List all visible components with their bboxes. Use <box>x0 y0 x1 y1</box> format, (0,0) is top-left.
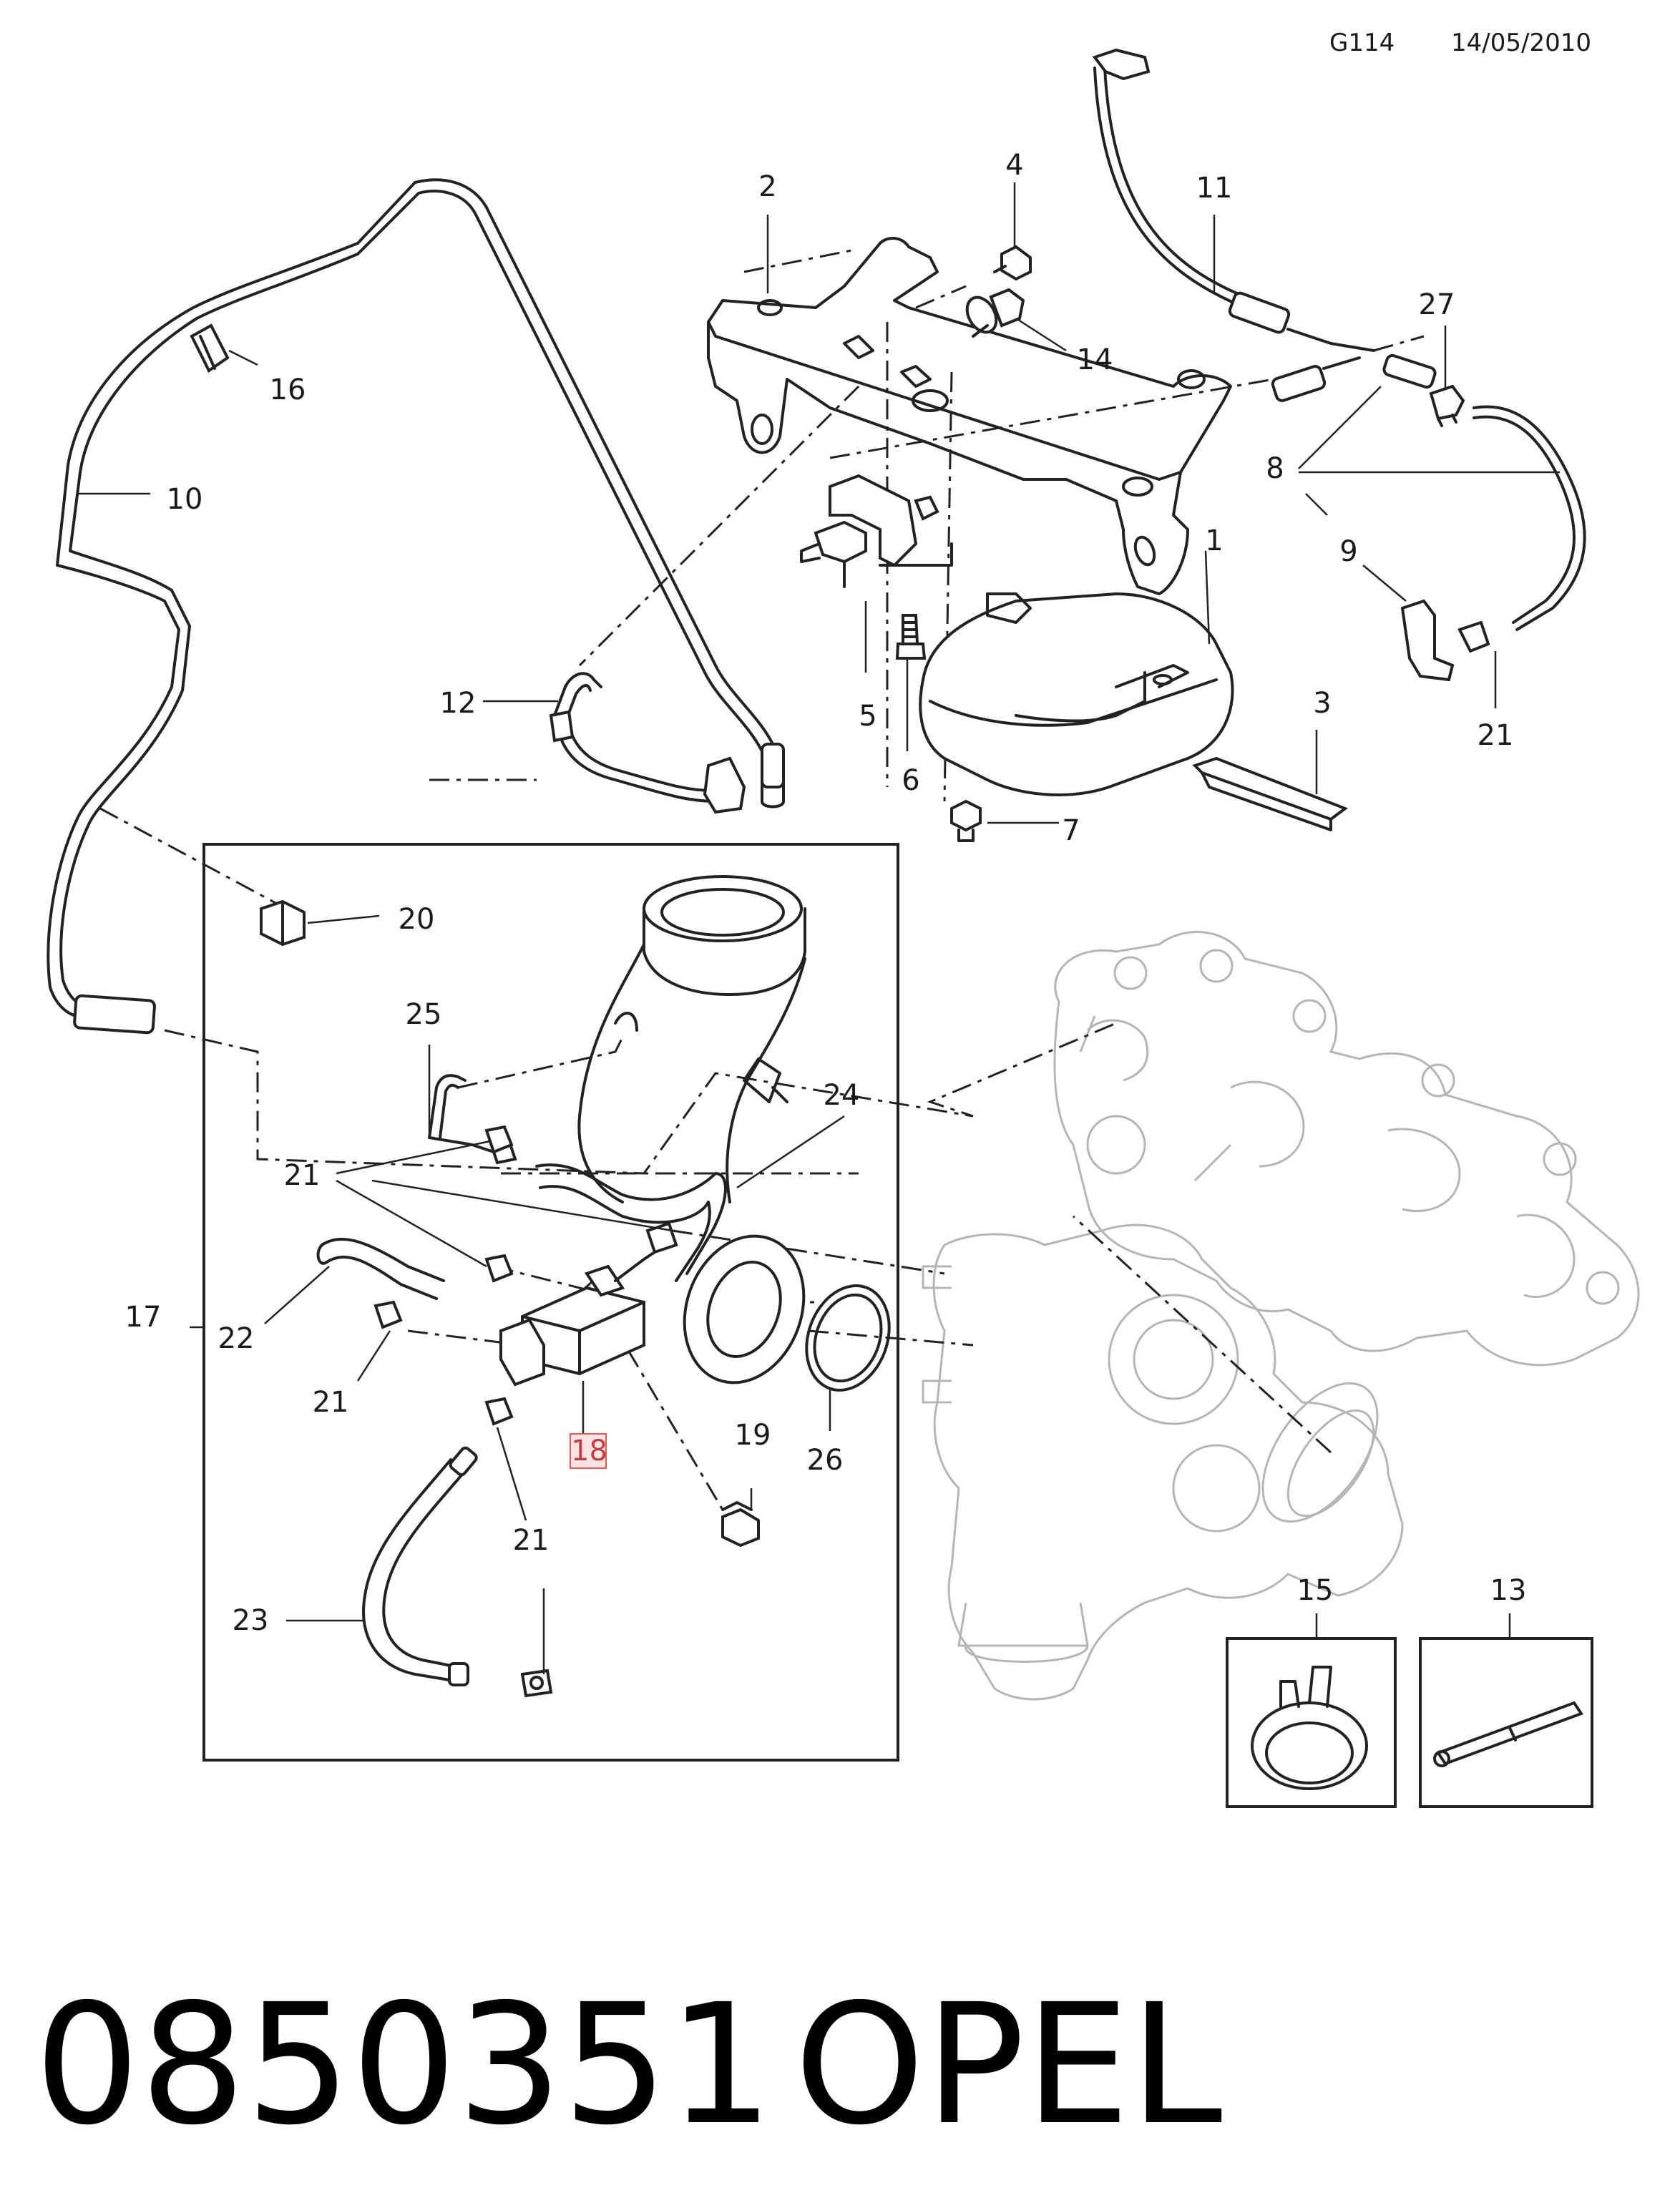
callout-2: 2 <box>758 170 777 203</box>
callout-8: 8 <box>1266 452 1284 485</box>
inset-15-clamp <box>1226 1637 1397 1808</box>
leader-lines <box>79 182 1560 1674</box>
assembly-17-box <box>202 843 899 1762</box>
callout-14: 14 <box>1076 343 1113 376</box>
turbocharger-ghost-outline <box>922 931 1640 1701</box>
callout-1: 1 <box>1205 524 1224 557</box>
callout-24: 24 <box>823 1079 860 1112</box>
part-20-clip <box>260 899 306 947</box>
callout-16: 16 <box>269 373 306 406</box>
part-6-bolt <box>895 614 927 660</box>
brand-name: OPEL <box>794 1968 1223 2161</box>
callout-11: 11 <box>1196 172 1233 205</box>
callout-4: 4 <box>1005 149 1024 182</box>
intake-pipe <box>577 875 806 1203</box>
callout-21-box-left: 21 <box>312 1386 349 1419</box>
callout-5: 5 <box>859 700 877 733</box>
inset-13-tube <box>1419 1637 1593 1808</box>
callout-17: 17 <box>124 1301 162 1334</box>
part-4-bolt <box>993 245 1032 281</box>
part-2-bracket <box>707 237 1232 595</box>
part-5-valve <box>800 474 953 588</box>
header-code: G114 <box>1329 29 1395 57</box>
callout-18-highlighted[interactable]: 18 <box>570 1433 607 1469</box>
callout-15: 15 <box>1296 1574 1334 1607</box>
callout-9: 9 <box>1339 535 1358 568</box>
callout-3: 3 <box>1313 687 1332 720</box>
part-22-hose <box>316 1238 445 1300</box>
part-27-clip <box>1429 384 1465 427</box>
part-1-canister <box>919 592 1234 796</box>
callout-22: 22 <box>218 1322 255 1355</box>
part-23-hose <box>362 1446 478 1686</box>
callout-21-box-top: 21 <box>283 1159 321 1192</box>
callout-6: 6 <box>902 764 920 797</box>
callout-26: 26 <box>806 1444 844 1477</box>
part-number: 0850351 <box>34 1968 774 2161</box>
callout-10: 10 <box>166 483 203 516</box>
part-8-hose <box>1400 405 1586 682</box>
part-7-fastener <box>950 799 982 842</box>
part-19-bolt <box>721 1501 760 1548</box>
callout-12: 12 <box>439 687 477 720</box>
part-3-strip <box>1192 756 1349 831</box>
callout-27: 27 <box>1418 288 1455 321</box>
callout-23: 23 <box>232 1604 269 1637</box>
clips-21 <box>373 1125 553 1698</box>
part-10-hose <box>47 178 785 1035</box>
part-16-clip <box>190 323 230 373</box>
part-18-actuator <box>499 1221 678 1387</box>
callout-7: 7 <box>1062 814 1080 847</box>
callout-21-box-mid: 21 <box>512 1524 550 1557</box>
callout-25: 25 <box>405 998 442 1031</box>
callout-13: 13 <box>1490 1574 1527 1607</box>
part-14-sensor <box>965 288 1025 338</box>
callout-21-right: 21 <box>1477 719 1514 752</box>
part-11-hose <box>1092 48 1437 402</box>
part-26-gasket <box>683 1234 891 1392</box>
header-date: 14/05/2010 <box>1451 29 1591 57</box>
callout-20: 20 <box>398 903 435 936</box>
callout-19: 19 <box>734 1419 771 1452</box>
part-24-hose <box>535 1163 727 1282</box>
part-12-hose <box>549 672 746 814</box>
